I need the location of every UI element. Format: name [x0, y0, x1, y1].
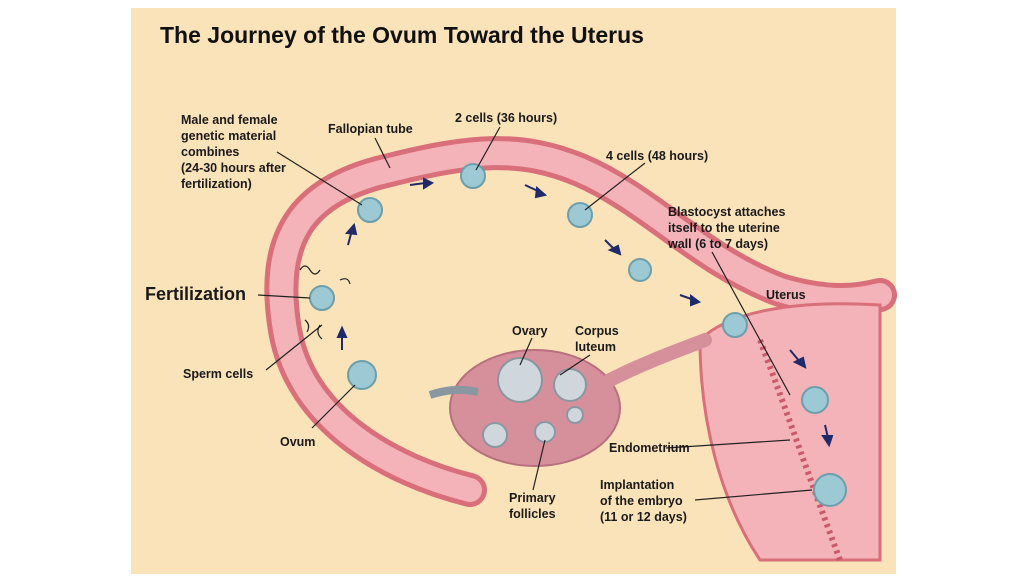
ovum-cell [347, 360, 377, 390]
uterus [698, 302, 882, 562]
label-primary-follicles: Primary follicles [509, 491, 556, 521]
label-corpus-luteum: Corpus luteum [575, 324, 619, 354]
two-cell-stage [460, 163, 486, 189]
follicle [553, 368, 587, 402]
label-blastocyst: Blastocyst attaches itself to the uterin… [668, 205, 786, 251]
blastocyst-cell [801, 386, 829, 414]
label-two-cells: 2 cells (36 hours) [455, 111, 558, 125]
diagram-title: The Journey of the Ovum Toward the Uteru… [160, 22, 644, 48]
label-ovum: Ovum [280, 435, 316, 449]
morula-cell [628, 258, 652, 282]
label-ovary: Ovary [512, 324, 548, 338]
corpus-luteum [497, 357, 543, 403]
endometrium [757, 338, 843, 562]
zygote-cell [357, 197, 383, 223]
label-uterus: Uterus [766, 288, 806, 302]
label-sperm-cells: Sperm cells [183, 367, 254, 381]
follicle [534, 421, 556, 443]
leader-lines [257, 126, 813, 501]
follicle [482, 422, 508, 448]
fertilized-cell [309, 285, 335, 311]
morula-cell [722, 312, 748, 338]
label-four-cells: 4 cells (48 hours) [606, 149, 709, 163]
label-fallopian-tube: Fallopian tube [328, 122, 413, 136]
label-fertilization: Fertilization [145, 284, 247, 304]
label-implantation: Implantation of the embryo (11 or 12 day… [600, 478, 687, 524]
follicle [566, 406, 584, 424]
sperm-cells [299, 265, 351, 340]
label-endometrium: Endometrium [609, 441, 690, 455]
label-genetic-material: Male and female genetic material combine… [181, 113, 286, 191]
implanted-embryo [813, 473, 847, 507]
direction-arrows [336, 177, 834, 448]
